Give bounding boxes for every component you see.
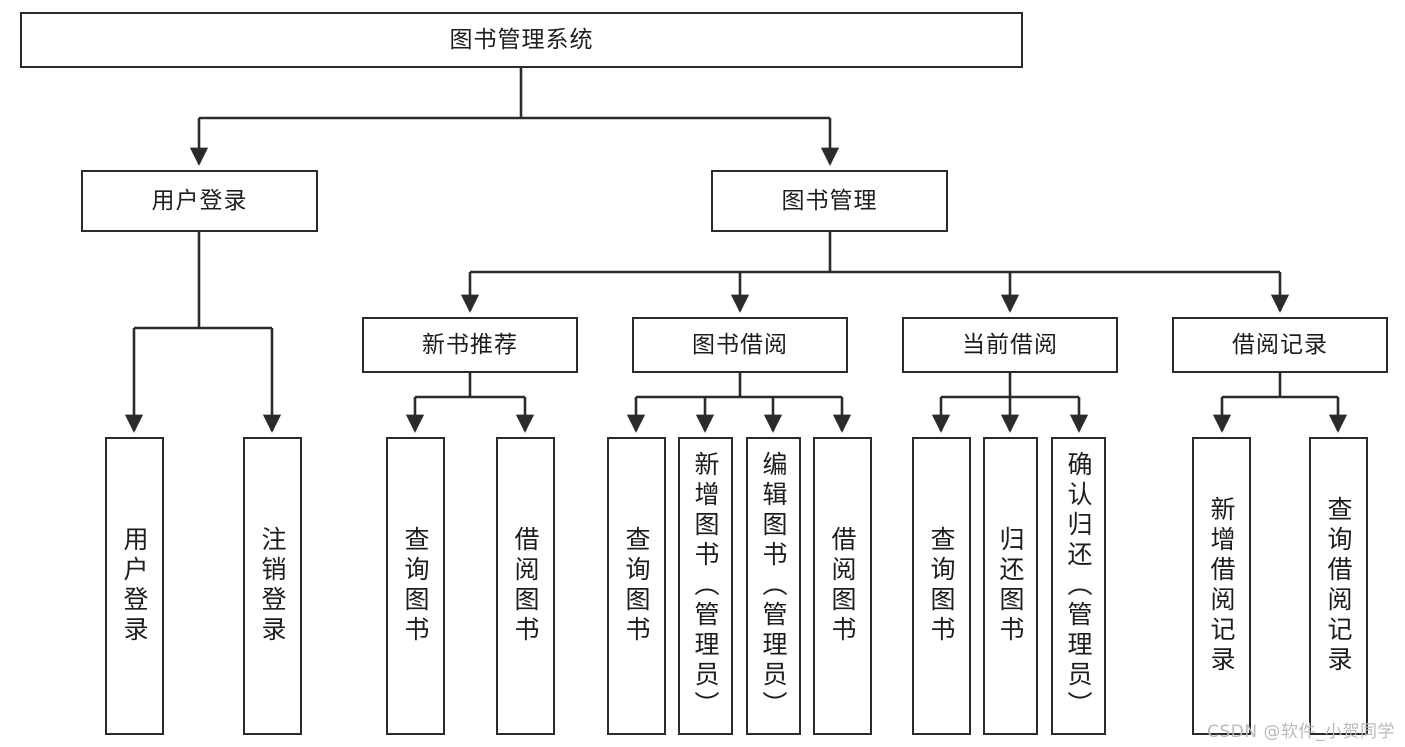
- node-label: 查询借阅记录: [1324, 496, 1353, 676]
- node-borrow-record[interactable]: 借阅记录: [1172, 317, 1388, 373]
- node-label: 当前借阅: [962, 331, 1058, 358]
- node-leaf-add-book[interactable]: 新增图书（管理员）: [678, 437, 733, 735]
- node-leaf-add-record[interactable]: 新增借阅记录: [1192, 437, 1251, 735]
- node-label: 新增图书（管理员）: [691, 451, 720, 721]
- node-leaf-query-book-3[interactable]: 查询图书: [912, 437, 971, 735]
- node-label: 图书管理: [781, 187, 878, 214]
- node-new-book-recommend[interactable]: 新书推荐: [362, 317, 578, 373]
- node-label: 查询图书: [622, 526, 651, 646]
- node-label: 借阅记录: [1232, 331, 1328, 358]
- node-user-login[interactable]: 用户登录: [81, 170, 318, 232]
- node-label: 图书管理系统: [449, 26, 594, 53]
- node-label: 新书推荐: [422, 331, 518, 358]
- node-leaf-logout-login[interactable]: 注销登录: [243, 437, 302, 735]
- node-book-management[interactable]: 图书管理: [711, 170, 948, 232]
- node-leaf-borrow-book-2[interactable]: 借阅图书: [813, 437, 872, 735]
- node-leaf-edit-book[interactable]: 编辑图书（管理员）: [746, 437, 801, 735]
- node-label: 图书借阅: [692, 331, 788, 358]
- node-label: 借阅图书: [828, 526, 857, 646]
- node-leaf-borrow-book-1[interactable]: 借阅图书: [496, 437, 555, 735]
- node-label: 新增借阅记录: [1207, 496, 1236, 676]
- node-label: 归还图书: [996, 526, 1025, 646]
- node-leaf-query-book-2[interactable]: 查询图书: [607, 437, 666, 735]
- node-label: 注销登录: [258, 526, 287, 646]
- node-label: 借阅图书: [511, 526, 540, 646]
- node-leaf-confirm-return[interactable]: 确认归还（管理员）: [1051, 437, 1106, 735]
- node-leaf-return-book[interactable]: 归还图书: [983, 437, 1038, 735]
- node-label: 编辑图书（管理员）: [759, 451, 788, 721]
- node-current-borrow[interactable]: 当前借阅: [902, 317, 1118, 373]
- node-leaf-query-record[interactable]: 查询借阅记录: [1309, 437, 1368, 735]
- node-label: 查询图书: [401, 526, 430, 646]
- node-leaf-user-login[interactable]: 用户登录: [105, 437, 164, 735]
- node-label: 用户登录: [120, 526, 149, 646]
- node-leaf-query-book-1[interactable]: 查询图书: [386, 437, 445, 735]
- node-label: 确认归还（管理员）: [1064, 451, 1093, 721]
- node-label: 用户登录: [151, 187, 248, 214]
- node-book-borrow[interactable]: 图书借阅: [632, 317, 848, 373]
- node-label: 查询图书: [927, 526, 956, 646]
- node-book-management-system[interactable]: 图书管理系统: [20, 12, 1023, 68]
